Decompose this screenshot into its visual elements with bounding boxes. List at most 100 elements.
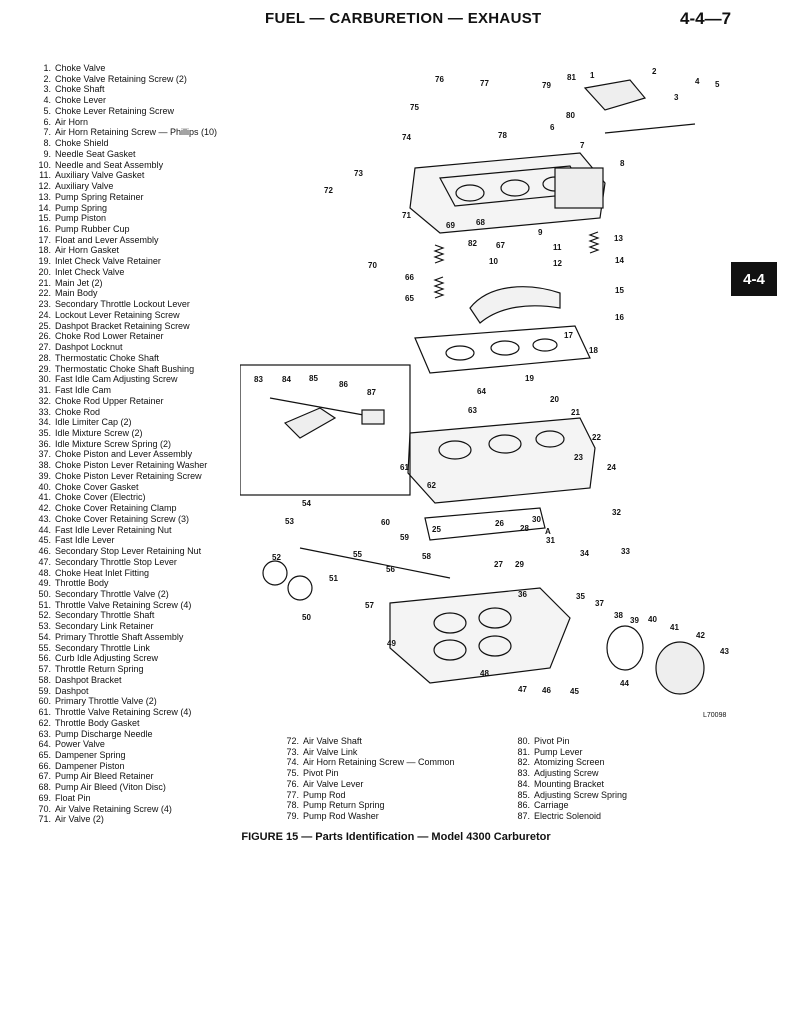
- part-number: 75.: [286, 768, 299, 779]
- part-item: 26.Choke Rod Lower Retainer: [37, 331, 217, 342]
- callout-label: 4: [695, 77, 700, 86]
- callout-label: 66: [405, 273, 414, 282]
- part-item: 31.Fast Idle Cam: [37, 385, 217, 396]
- part-item: 12.Auxiliary Valve: [37, 181, 217, 192]
- part-item: 9.Needle Seat Gasket: [37, 149, 217, 160]
- part-item: 46.Secondary Stop Lever Retaining Nut: [37, 546, 217, 557]
- callout-label: 77: [480, 79, 489, 88]
- callout-label: 21: [571, 408, 580, 417]
- part-number: 35.: [38, 427, 51, 438]
- callout-label: 51: [329, 574, 338, 583]
- part-item: 1.Choke Valve: [37, 63, 217, 74]
- callout-label: 49: [387, 639, 396, 648]
- callout-label: 78: [498, 131, 507, 140]
- callout-label: 14: [615, 256, 624, 265]
- part-label: Needle and Seat Assembly: [55, 159, 164, 170]
- figure-caption: FIGURE 15 — Parts Identification — Model…: [241, 831, 551, 843]
- callout-label: 70: [368, 261, 377, 270]
- part-label: Atomizing Screen: [534, 757, 605, 768]
- part-item: 80.Pivot Pin: [516, 736, 627, 747]
- part-number: 16.: [38, 224, 51, 235]
- part-number: 18.: [38, 245, 51, 256]
- part-item: 54.Primary Throttle Shaft Assembly: [37, 632, 217, 643]
- part-number: 27.: [38, 342, 51, 353]
- callout-label: 40: [648, 615, 657, 624]
- part-label: Pump Piston: [55, 213, 107, 224]
- part-item: 30.Fast Idle Cam Adjusting Screw: [37, 374, 217, 385]
- callout-label: 12: [553, 259, 562, 268]
- part-number: 63.: [38, 728, 51, 739]
- part-number: 32.: [38, 395, 51, 406]
- part-label: Electric Solenoid: [534, 811, 602, 822]
- part-item: 5.Choke Lever Retaining Screw: [37, 106, 217, 117]
- part-label: Secondary Throttle Valve (2): [55, 588, 169, 599]
- part-label: Dampener Piston: [55, 760, 125, 771]
- part-item: 27. Dashpot Locknut: [37, 342, 217, 353]
- callout-label: 57: [365, 601, 374, 610]
- callout-label: 64: [477, 387, 486, 396]
- part-number: 87.: [517, 811, 530, 822]
- callout-label: 55: [353, 550, 362, 559]
- part-item: 16.Pump Rubber Cup: [37, 224, 217, 235]
- part-number: 15.: [38, 213, 51, 224]
- part-item: 74.Air Horn Retaining Screw — Common: [285, 757, 454, 768]
- callout-label: 83: [254, 375, 263, 384]
- part-item: 62.Throttle Body Gasket: [37, 718, 217, 729]
- part-label: Thermostatic Choke Shaft: [55, 352, 160, 363]
- part-label: Pump Rod Washer: [303, 811, 379, 822]
- part-label: Pump Discharge Needle: [55, 728, 153, 739]
- part-item: 52.Secondary Throttle Shaft: [37, 610, 217, 621]
- callout-label: 42: [696, 631, 705, 640]
- part-item: 4.Choke Lever: [37, 95, 217, 106]
- diagram-artwork: [240, 79, 705, 695]
- callout-label: 34: [580, 549, 589, 558]
- callout-label: 33: [621, 547, 630, 556]
- part-number: 14.: [38, 202, 51, 213]
- part-number: 38.: [38, 460, 51, 471]
- part-item: 55.Secondary Throttle Link: [37, 643, 217, 654]
- part-number: 85.: [517, 789, 530, 800]
- part-item: 49.Throttle Body: [37, 578, 217, 589]
- part-item: 32.Choke Rod Upper Retainer: [37, 396, 217, 407]
- part-item: 77.Pump Rod: [285, 790, 455, 801]
- part-label: Dampener Spring: [55, 750, 126, 760]
- part-label: Secondary Throttle Shaft: [55, 610, 155, 621]
- part-item: 71.Air Valve (2): [37, 814, 217, 825]
- callout-label: 61: [400, 463, 409, 472]
- part-item: 56.Curb Idle Adjusting Screw: [37, 653, 217, 664]
- callout-label: 58: [422, 552, 431, 561]
- part-label: Choke Valve: [55, 63, 106, 73]
- part-number: 19.: [38, 256, 51, 267]
- part-label: Main Jet (2): [55, 277, 103, 288]
- part-item: 51.Throttle Valve Retaining Screw (4): [37, 600, 217, 611]
- part-label: Dashpot: [55, 685, 89, 696]
- part-number: 61.: [38, 707, 51, 718]
- part-item: 2.Choke Valve Retaining Screw (2): [37, 74, 217, 85]
- part-label: Throttle Valve Retaining Screw (4): [55, 599, 192, 610]
- part-item: 87. Electric Solenoid: [516, 811, 627, 822]
- part-item: 60.Primary Throttle Valve (2): [37, 696, 217, 707]
- part-label: Carriage: [534, 800, 569, 811]
- callout-label: 46: [542, 686, 551, 695]
- part-label: Dashpot Locknut: [55, 342, 123, 353]
- part-item: 42.Choke Cover Retaining Clamp: [37, 503, 217, 514]
- part-item: 64.Power Valve: [37, 739, 217, 750]
- part-number: 49.: [38, 578, 51, 589]
- part-item: 34.Idle Limiter Cap (2): [37, 417, 217, 428]
- part-item: 21. Main Jet (2): [37, 278, 217, 289]
- part-label: Adjusting Screw Spring: [534, 789, 628, 800]
- part-number: 81.: [517, 746, 530, 757]
- part-number: 74.: [286, 757, 299, 768]
- part-number: 21.: [38, 277, 51, 288]
- part-item: 13.Pump Spring Retainer: [37, 192, 217, 203]
- callout-label: 71: [402, 211, 411, 220]
- part-label: Pump Lever: [534, 746, 583, 757]
- callout-label: 10: [489, 257, 498, 266]
- section-tab[interactable]: 4-4: [731, 262, 777, 296]
- part-number: 71.: [38, 814, 51, 825]
- part-number: 6.: [43, 116, 51, 127]
- callout-label: 68: [476, 218, 485, 227]
- callout-label: 27: [494, 560, 503, 569]
- part-item: 38.Choke Piston Lever Retaining Washer: [37, 460, 217, 471]
